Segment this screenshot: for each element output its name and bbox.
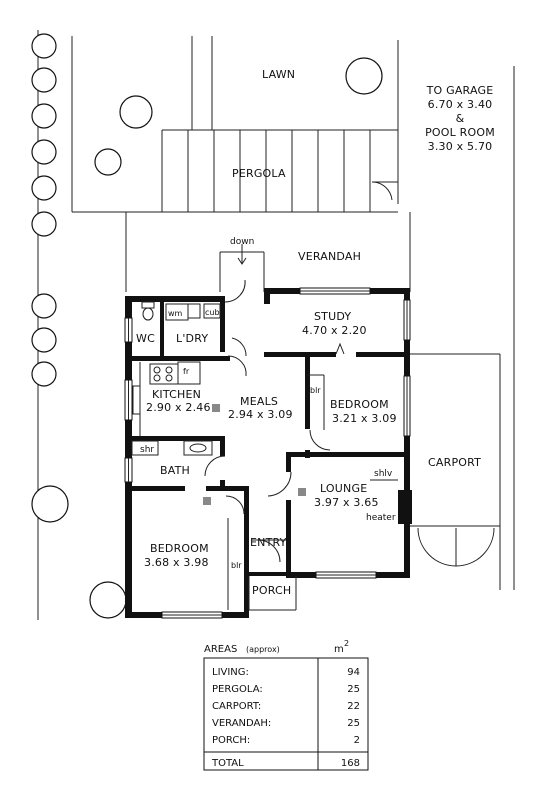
areas-title: AREAS [204, 644, 237, 655]
lawn-label: LAWN [262, 68, 295, 81]
verandah-label: VERANDAH [298, 250, 361, 263]
carport-area [410, 353, 501, 590]
areas-total-value: 168 [341, 758, 360, 769]
areas-table: AREAS (approx) m 2 LIVING:94PERGOLA:25CA… [203, 639, 369, 771]
tree-icon [31, 327, 57, 353]
tree-icon [119, 95, 153, 129]
study-dim: 4.70 x 2.20 [302, 324, 367, 337]
entry-label: ENTRY [250, 536, 287, 549]
blr-label-2: blr [231, 561, 242, 570]
tree-icon [31, 33, 57, 59]
wm-label: wm [168, 309, 183, 318]
lounge-dim: 3.97 x 3.65 [314, 496, 379, 509]
areas-row-label: LIVING: [212, 667, 249, 678]
bedroom1-dim: 3.21 x 3.09 [332, 412, 397, 425]
meals-label: MEALS [240, 395, 278, 408]
areas-unit: m [334, 644, 344, 655]
tree-icon [31, 175, 57, 201]
kitchen-dim: 2.90 x 2.46 [146, 401, 211, 414]
bedroom2-label: BEDROOM [150, 542, 209, 555]
garage-note-line4: POOL ROOM [425, 126, 495, 139]
garage-note-line2: 6.70 x 3.40 [428, 98, 493, 111]
left-tree-column [31, 30, 383, 620]
areas-rows: LIVING:94PERGOLA:25CARPORT:22VERANDAH:25… [212, 667, 360, 746]
fixtures [131, 301, 398, 610]
carport-label: CARPORT [428, 456, 481, 469]
pergola-label: PERGOLA [232, 167, 286, 180]
tree-icon [345, 57, 383, 95]
cub-label: cub [205, 308, 220, 317]
windows [124, 287, 411, 619]
down-label: down [230, 237, 254, 247]
garage-note-line1: TO GARAGE [426, 84, 494, 97]
lounge-label: LOUNGE [320, 482, 367, 495]
tree-icon [31, 139, 57, 165]
tree-icon [31, 103, 57, 129]
areas-unit-sup: 2 [344, 639, 349, 648]
areas-row-label: PORCH: [212, 735, 250, 746]
wc-label: WC [136, 332, 155, 345]
fr-label: fr [183, 367, 190, 376]
bedroom1-label: BEDROOM [330, 398, 389, 411]
tree-icon [31, 211, 57, 237]
kitchen-label: KITCHEN [152, 388, 201, 401]
garage-note-line3: & [456, 112, 465, 125]
tree-icon [31, 361, 57, 387]
tree-icon [31, 293, 57, 319]
tree-icon [89, 581, 127, 619]
heater-label: heater [366, 513, 396, 523]
tree-icon [31, 67, 57, 93]
garage-note-line5: 3.30 x 5.70 [428, 140, 493, 153]
areas-row-label: VERANDAH: [212, 718, 271, 729]
areas-row-value: 22 [347, 701, 360, 712]
tree-icon [94, 148, 122, 176]
tree-icon [31, 485, 69, 523]
porch-label: PORCH [252, 584, 291, 597]
areas-row-value: 2 [354, 735, 360, 746]
shlv-label: shlv [374, 469, 393, 479]
shr-label: shr [140, 445, 154, 455]
areas-row-value: 94 [347, 667, 360, 678]
areas-row-value: 25 [347, 718, 360, 729]
blr-label-1: blr [310, 386, 321, 395]
garage-note: TO GARAGE 6.70 x 3.40 & POOL ROOM 3.30 x… [425, 84, 495, 153]
pergola-structure [71, 36, 399, 213]
doors [204, 279, 345, 611]
areas-total-label: TOTAL [211, 758, 244, 769]
ldry-label: L'DRY [176, 332, 208, 345]
areas-row-value: 25 [347, 684, 360, 695]
bath-label: BATH [160, 464, 190, 477]
study-label: STUDY [314, 310, 351, 323]
meals-dim: 2.94 x 3.09 [228, 408, 293, 421]
areas-row-label: PERGOLA: [212, 684, 263, 695]
areas-row-label: CARPORT: [212, 701, 261, 712]
room-labels: LAWN PERGOLA down VERANDAH STUDY 4.70 x … [136, 68, 481, 597]
areas-title-note: (approx) [246, 645, 280, 654]
verandah-outline [125, 212, 411, 292]
bedroom2-dim: 3.68 x 3.98 [144, 556, 209, 569]
